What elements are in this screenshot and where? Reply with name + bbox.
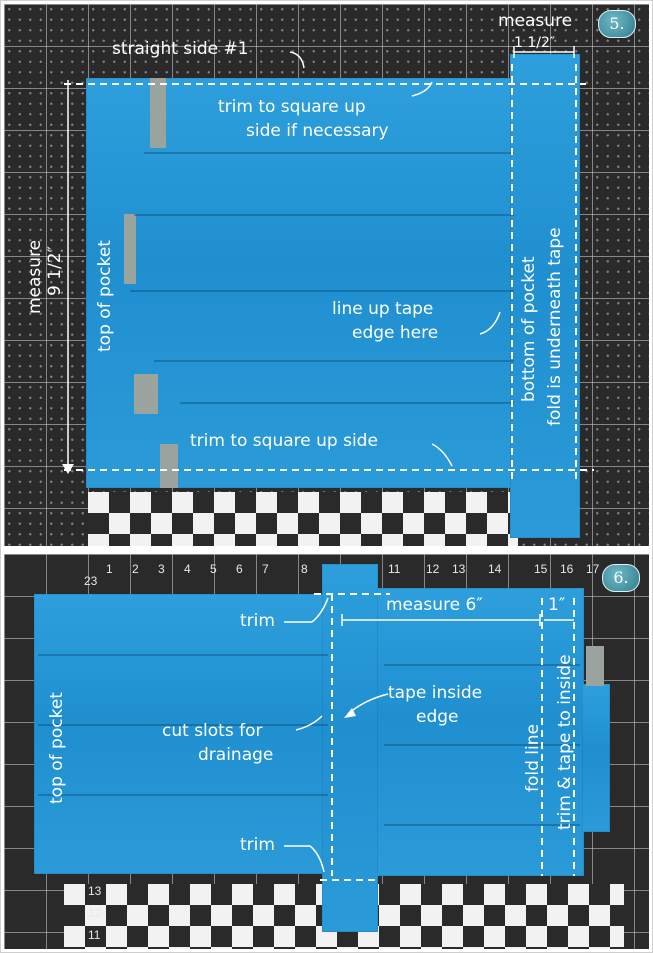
step-5-panel: 5. measure 1 1/2″ straight side #1 trim … [4,4,649,546]
tape-seam [180,402,514,404]
mat-checker-edge [88,492,518,546]
label-measure-side: 9 1/2″ [45,246,65,296]
tape-seam [384,744,580,746]
label-straight-side: straight side #1 [112,39,249,59]
label-measure: measure [498,11,573,31]
label-trim-tape-inside: trim & tape to inside [555,654,575,830]
label-line-up: edge here [352,323,439,343]
label-top-of-pocket: top of pocket [95,240,115,352]
ruler-number: 11 [88,928,101,942]
label-tape-inside: edge [416,707,459,727]
label-bottom-of-pocket: bottom of pocket [519,256,539,402]
tape-seam [384,824,580,826]
tape-strip-right [510,54,580,538]
ruler-number: 3 [158,562,165,576]
label-bottom-of-pocket: fold is underneath tape [545,227,565,426]
ruler-number: 7 [262,562,269,576]
label-measure-side: measure [25,239,45,314]
ruler-number: 12 [426,562,440,576]
ruler-number: 5 [210,562,217,576]
tape-seam [144,152,514,154]
exposed-backing [150,78,166,148]
label-line-up: line up tape [332,299,434,319]
label-trim-top: trim to square up [218,97,366,117]
label-tape-inside: tape inside [388,683,483,703]
ruler-number: 23 [84,574,98,588]
exposed-backing [160,444,178,488]
tape-seam [154,360,514,362]
ruler-number: 13 [452,562,466,576]
label-one-inch: 1″ [548,595,566,615]
tape-seam [384,664,580,666]
tape-flap-right [582,684,610,832]
ruler-number: 1 [106,562,113,576]
tape-seam [38,654,328,656]
label-trim-bottom: trim to square up side [190,431,378,451]
tape-seam [130,290,514,292]
label-trim-top: trim [240,611,275,631]
exposed-backing [134,374,158,414]
ruler-number: 8 [301,562,308,576]
label-fold-line: fold line [523,724,543,792]
mat-checker-edge [64,884,624,949]
ruler-number: 12 [88,906,102,920]
step-badge: 6. [602,564,640,592]
label-top-of-pocket: top of pocket [47,692,67,804]
ruler-number: 15 [534,562,548,576]
ruler-number: 4 [184,562,191,576]
duct-tape-sheet [34,594,334,874]
label-measure-6: measure 6″ [386,595,483,615]
ruler-number: 16 [560,562,574,576]
label-cut-slots: drainage [198,745,274,765]
ruler-number: 14 [488,562,502,576]
ruler-number: 11 [388,562,401,576]
tape-seam [38,724,328,726]
ruler-number: 13 [88,884,102,898]
ruler-number: 17 [586,562,600,576]
tape-seam [134,214,514,216]
tape-seam [38,794,328,796]
label-trim-top: side if necessary [246,121,389,141]
step-badge: 5. [598,10,636,38]
ruler-number: 2 [132,562,139,576]
tape-strip-center [322,564,378,932]
label-trim-bottom: trim [240,835,275,855]
step-6-panel: 23 1 2 3 4 5 6 7 8 9 10 11 12 13 14 15 1… [4,554,649,949]
ruler-number: 6 [236,562,243,576]
label-cut-slots: cut slots for [162,721,263,741]
exposed-backing [586,646,604,686]
exposed-backing [124,214,136,284]
label-measure-width: 1 1/2″ [514,35,556,51]
